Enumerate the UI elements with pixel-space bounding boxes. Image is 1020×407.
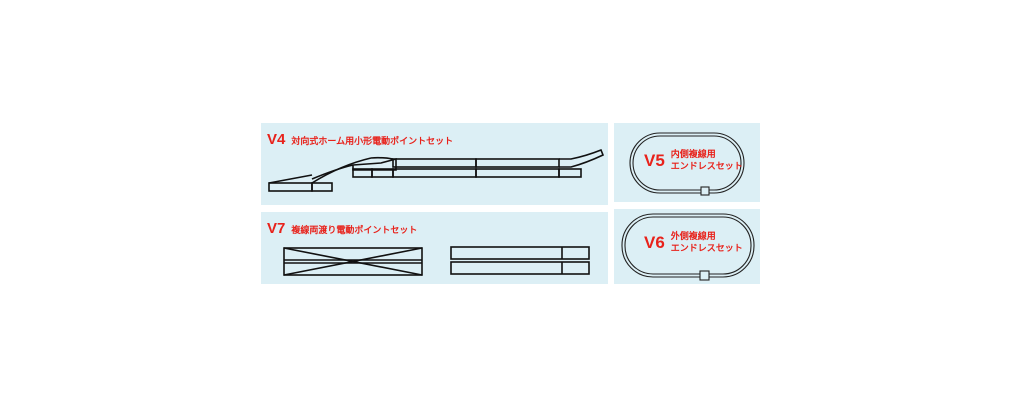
v5-oval-track <box>629 132 745 196</box>
set-name-line1: 外側複線用 <box>670 232 716 242</box>
set-panel-v4: V4 対向式ホーム用小形電動ポイントセット <box>261 123 608 205</box>
set-name-line2: エンドレスセット <box>670 162 743 172</box>
set-label-v5: V5 内側複線用エンドレスセット <box>644 149 743 173</box>
set-code: V6 <box>644 233 665 252</box>
set-name: 対向式ホーム用小形電動ポイントセット <box>291 137 454 147</box>
set-name-line1: 内側複線用 <box>670 150 716 160</box>
v7-track-diagram <box>283 246 590 276</box>
set-code: V5 <box>644 151 665 170</box>
v6-oval-track <box>621 213 755 281</box>
set-title-v4: V4 対向式ホーム用小形電動ポイントセット <box>267 129 453 148</box>
set-name-line2: エンドレスセット <box>670 244 743 254</box>
set-title-v7: V7 複線両渡り電動ポイントセット <box>267 218 417 237</box>
set-panel-v6: V6 外側複線用エンドレスセット <box>614 209 760 284</box>
set-label-v6: V6 外側複線用エンドレスセット <box>644 231 743 255</box>
set-panel-v5: V5 内側複線用エンドレスセット <box>614 123 760 202</box>
set-panel-v7: V7 複線両渡り電動ポイントセット <box>261 212 608 284</box>
set-name: 複線両渡り電動ポイントセット <box>291 226 418 236</box>
set-code: V4 <box>267 131 286 148</box>
set-code: V7 <box>267 220 286 237</box>
v4-track-diagram <box>268 148 605 192</box>
